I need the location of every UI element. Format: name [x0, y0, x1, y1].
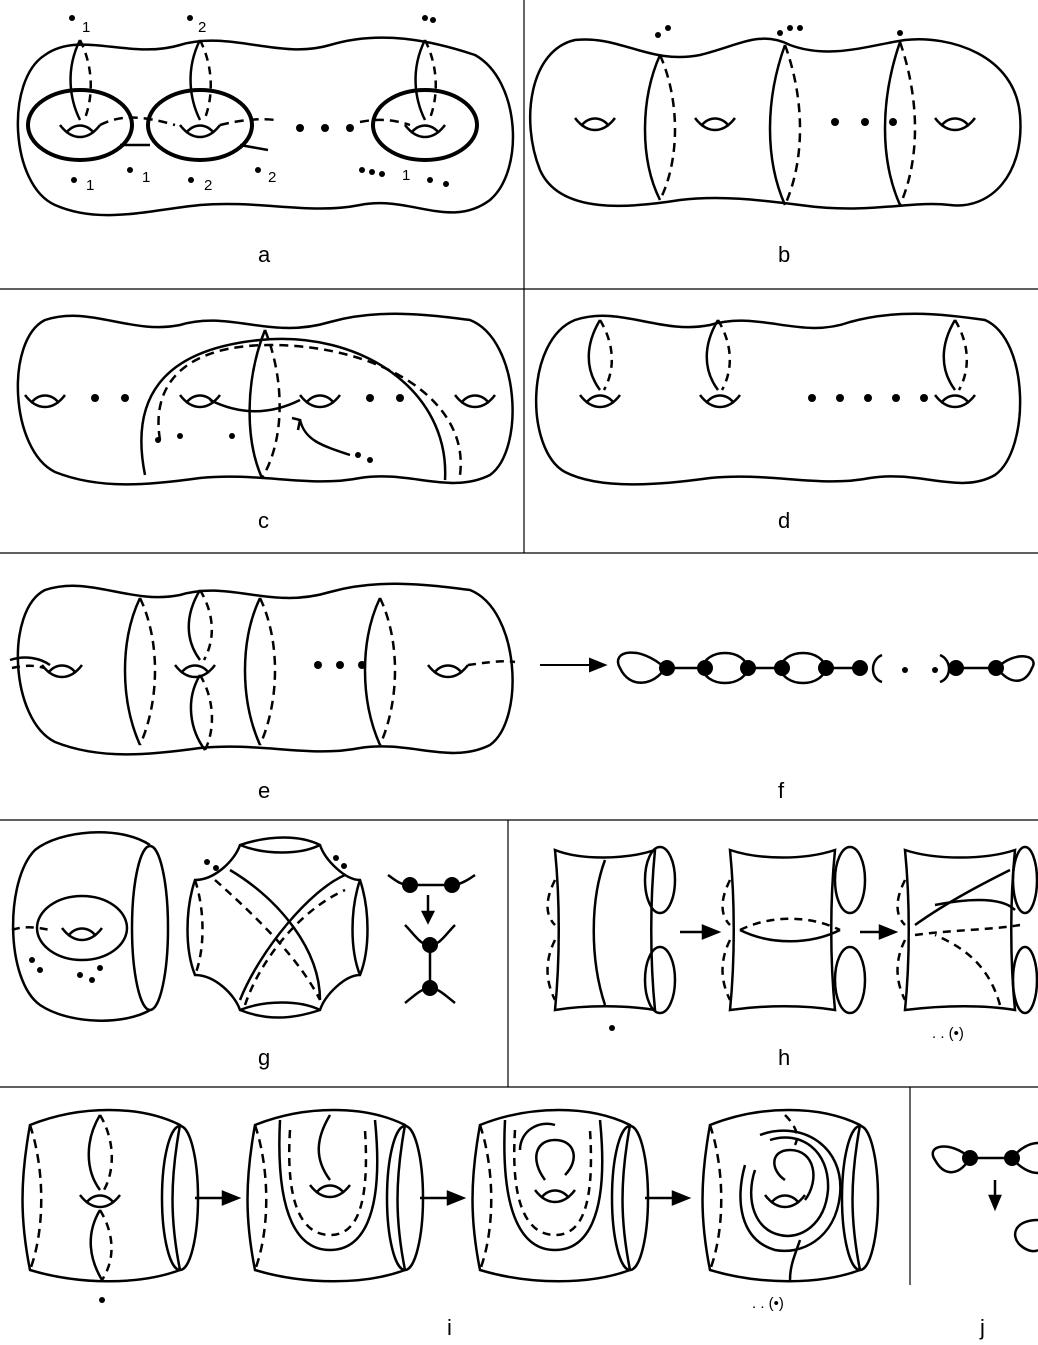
- handle-c3: [300, 395, 340, 407]
- handle-3: [405, 125, 445, 137]
- panel-label-g: g: [258, 1045, 270, 1070]
- panel-label-b: b: [778, 242, 790, 267]
- i-cylinder-4: [703, 1110, 879, 1281]
- g-four-holed-sphere: [188, 838, 368, 1018]
- bottom-index-2: 1: [142, 169, 150, 186]
- h-piece-3: [898, 847, 1038, 1013]
- handle-1: [60, 125, 100, 137]
- top-index-2: 2: [198, 19, 206, 36]
- handle-c4: [455, 395, 495, 407]
- panel-label-f: f: [778, 778, 785, 803]
- handle-b3: [935, 118, 975, 130]
- panel-j: [933, 1143, 1038, 1251]
- panel-h-dots: [609, 1025, 615, 1031]
- handle-b1: [575, 118, 615, 130]
- handle-d1: [580, 395, 620, 407]
- panel-label-d: d: [778, 508, 790, 533]
- panel-label-c: c: [258, 508, 269, 533]
- panel-label-i: i: [447, 1315, 452, 1340]
- handle-d3: [935, 395, 975, 407]
- panel-g: [12, 832, 368, 1020]
- panel-dividers: [0, 0, 1038, 1285]
- h-note: . . (•): [932, 1025, 964, 1042]
- arrow-e-to-f: [540, 659, 605, 671]
- i-note: . . (•): [752, 1295, 784, 1312]
- bottom-index-5: 1: [402, 167, 410, 184]
- handle-e3: [428, 665, 468, 677]
- handle-e2: [175, 665, 215, 677]
- handle-2: [180, 125, 220, 137]
- panel-i-dots: [99, 1297, 105, 1303]
- handle-d2: [700, 395, 740, 407]
- panel-e-dots: [314, 661, 366, 669]
- bottom-index-3: 2: [204, 177, 212, 194]
- i-cylinder-3: [473, 1110, 649, 1281]
- panel-h: [548, 847, 1038, 1013]
- i-cylinder-1: [23, 1110, 199, 1281]
- h-piece-1: [548, 847, 676, 1013]
- panel-d: [536, 314, 1020, 485]
- panel-c-dots: [91, 394, 404, 463]
- handle-c1: [25, 395, 65, 407]
- panel-label-e: e: [258, 778, 270, 803]
- handle-b2: [695, 118, 735, 130]
- panel-d-dots: [808, 394, 928, 402]
- panel-label-a: a: [258, 242, 271, 267]
- panel-i: [23, 1110, 879, 1281]
- loop-left: [618, 653, 665, 683]
- i-cylinder-2: [248, 1110, 424, 1281]
- panel-e: [10, 584, 515, 755]
- top-index-1: 1: [82, 19, 90, 36]
- panel-b: [530, 39, 1020, 209]
- h-piece-2: [723, 847, 866, 1013]
- panel-a-dots: [69, 15, 449, 187]
- bottom-index-1: 1: [86, 177, 94, 194]
- bottom-index-4: 2: [268, 169, 276, 186]
- panel-label-j: j: [979, 1315, 985, 1340]
- surface-b: [530, 39, 1020, 209]
- handle-e1: [42, 665, 82, 677]
- panel-label-h: h: [778, 1045, 790, 1070]
- panel-f-vertices: [659, 660, 1004, 676]
